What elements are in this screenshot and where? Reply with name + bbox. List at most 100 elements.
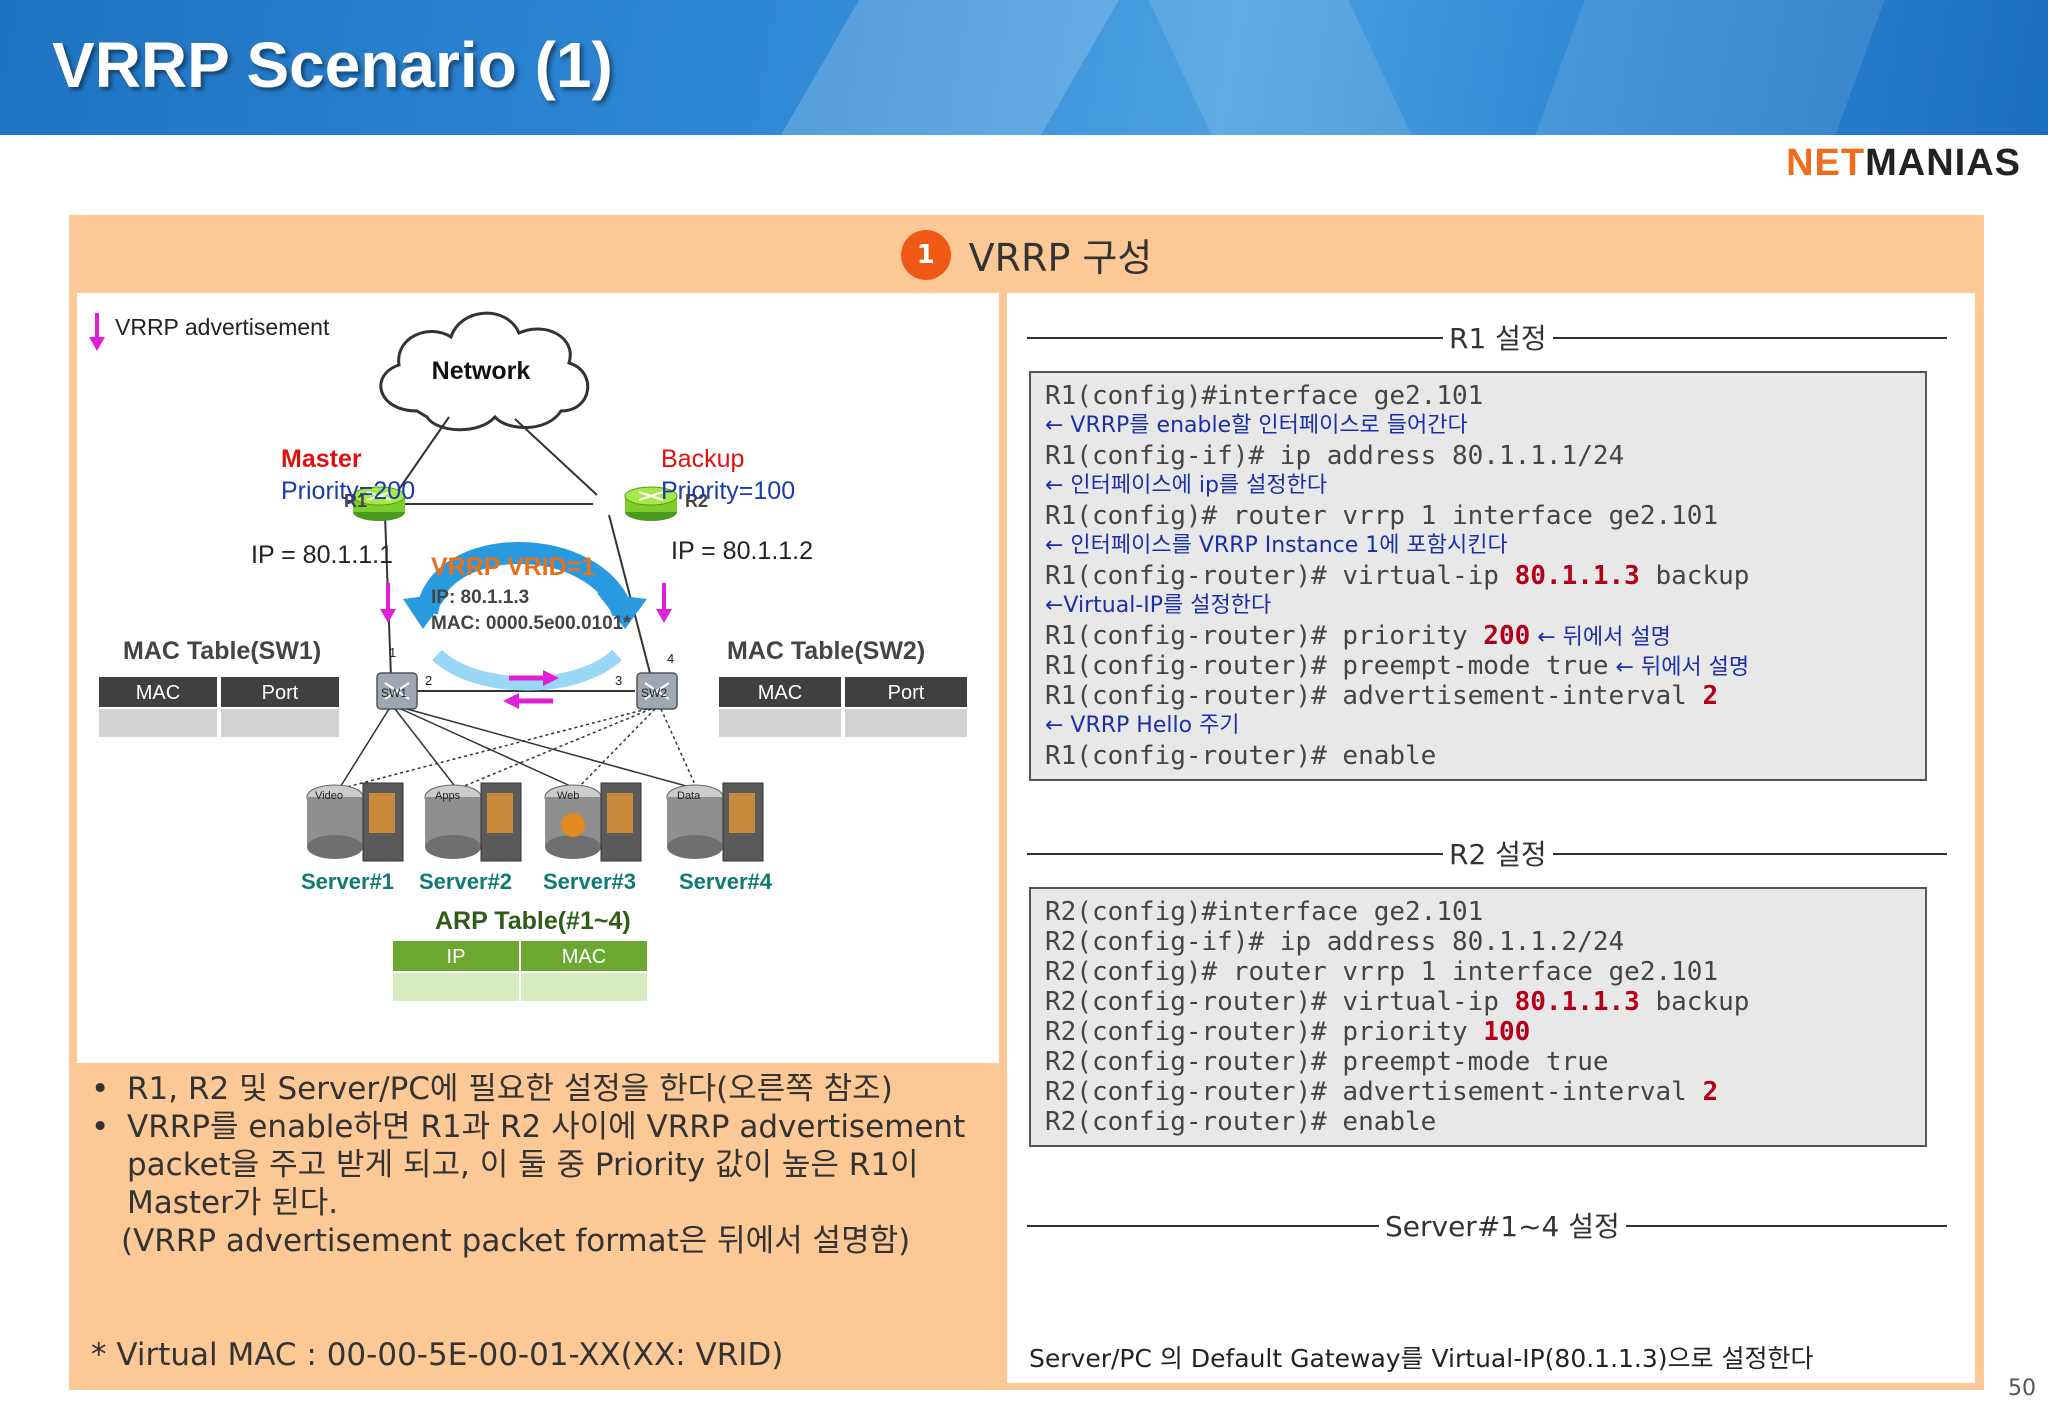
server-4-label: Server#4 (679, 869, 773, 894)
mac-table-sw2-header-port (845, 677, 967, 707)
mac-table-sw1-title: MAC Table(SW1) (123, 637, 321, 665)
vrrp-instance-arc-icon (403, 542, 647, 691)
mac-table-sw2-header-mac (719, 677, 841, 707)
r2-virtual-ip-value: 80.1.1.3 (1514, 987, 1640, 1017)
r2-config-title: R2 설정 (1443, 833, 1553, 873)
advertisement-arrow-icon (656, 583, 672, 623)
network-cloud-icon (379, 311, 590, 432)
r1-priority: Priority=200 (281, 477, 415, 505)
section-title: 1 VRRP 구성 (69, 227, 1984, 282)
server-2-tag: Apps (435, 790, 461, 802)
server-1-tag: Video (315, 790, 343, 802)
arp-table-row (521, 973, 647, 1001)
server-config-title: Server#1~4 설정 (1379, 1205, 1626, 1245)
header-facet (1148, 0, 1412, 135)
port-3-label: 3 (615, 673, 622, 688)
router-r2-icon (624, 486, 678, 521)
r2-cmd: R2(config)# router vrrp 1 interface ge2.… (1045, 957, 1719, 987)
r1-priority-value: 200 (1483, 621, 1531, 651)
arp-table-header-ip (393, 941, 519, 971)
switch-sw2-icon (636, 672, 678, 710)
arp-table-row (393, 973, 519, 1001)
header-banner: VRRP Scenario (1) (0, 0, 2048, 135)
r2-label: R2 (685, 491, 708, 511)
explanation-bullets: R1, R2 및 Server/PC에 필요한 설정을 한다(오른쪽 참조) V… (87, 1070, 997, 1260)
mac-table-sw1-row (221, 709, 339, 737)
r2-role: Backup (661, 445, 744, 473)
r1-cmd: R1(config-router)# advertisement-interva… (1045, 681, 1719, 711)
advertisement-legend-icon (89, 313, 105, 351)
switch-traffic-arrows-icon (503, 670, 559, 709)
r1-cmd: R1(config)# router vrrp 1 interface ge2.… (1045, 501, 1719, 531)
server-4-tag: Data (677, 790, 701, 802)
mac-table-sw2-row (845, 709, 967, 737)
advertisement-arrow-icon (380, 583, 396, 623)
slide-title: VRRP Scenario (1) (52, 29, 613, 101)
r1-config-title: R1 설정 (1443, 317, 1553, 357)
r2-cmd: R2(config-router)# priority 100 (1045, 1017, 1531, 1047)
section-number-badge: 1 (900, 229, 951, 280)
section-title-text: VRRP 구성 (968, 236, 1153, 280)
port-1-label: 1 (389, 645, 396, 660)
page-number: 50 (2008, 1376, 2036, 1401)
r2-config-header: R2 설정 (1027, 833, 1947, 873)
r1-ip: IP = 80.1.1.1 (251, 541, 393, 569)
vrrp-vrid-label: VRRP VRID=1 (431, 553, 595, 581)
r1-virtual-ip-value: 80.1.1.3 (1514, 561, 1640, 591)
r1-interval-value: 2 (1702, 681, 1719, 711)
mac-table-sw2-row (719, 709, 841, 737)
r1-cmd: R1(config-router)# enable (1045, 741, 1437, 771)
r1-config-block: R1(config)#interface ge2.101 ← VRRP를 ena… (1029, 371, 1927, 781)
port-2-label: 2 (425, 673, 432, 688)
r2-priority-value: 100 (1483, 1017, 1531, 1047)
mac-table-sw1-col-port: Port (262, 682, 299, 704)
server-config-text: Server/PC 의 Default Gateway를 Virtual-IP(… (1029, 1344, 1814, 1373)
legend-label: VRRP advertisement (115, 314, 330, 340)
bullet-note: (VRRP advertisement packet format은 뒤에서 설… (121, 1223, 911, 1259)
mac-table-sw1-header-mac (99, 677, 217, 707)
r2-cmd: R2(config-router)# enable (1045, 1107, 1437, 1137)
mac-table-sw2-col-mac: MAC (758, 682, 802, 704)
router-r1-icon (352, 486, 406, 521)
r1-comment: ← VRRP를 enable할 인터페이스로 들어간다 (1045, 413, 1468, 438)
r1-cmd: R1(config-router)# preempt-mode true ← 뒤… (1045, 651, 1750, 681)
server-3-tag: Web (557, 790, 579, 802)
bullet-item: R1, R2 및 Server/PC에 필요한 설정을 한다(오른쪽 참조) (87, 1070, 997, 1108)
server-2-label: Server#2 (419, 869, 512, 894)
r1-cmd: R1(config)#interface ge2.101 (1045, 381, 1484, 411)
r1-cmd: R1(config-router)# priority 200 ← 뒤에서 설명 (1045, 621, 1671, 651)
server-config-header: Server#1~4 설정 (1027, 1205, 1947, 1245)
arp-table-header-mac (521, 941, 647, 971)
diagram-panel: VRRP advertisement Network (77, 293, 999, 1063)
r2-cmd: R2(config-router)# preempt-mode true (1045, 1047, 1609, 1077)
switch-sw1-icon (376, 672, 418, 710)
vrrp-virtual-ip: IP: 80.1.1.3 (431, 587, 529, 608)
arp-table-col-mac: MAC (562, 946, 606, 968)
r1-cmd: R1(config-if)# ip address 80.1.1.1/24 (1045, 441, 1625, 471)
r2-ip: IP = 80.1.1.2 (671, 537, 813, 565)
r1-comment: ← 인터페이스를 VRRP Instance 1에 포함시킨다 (1045, 533, 1508, 558)
server-3-label: Server#3 (543, 869, 636, 894)
r2-cmd: R2(config-router)# advertisement-interva… (1045, 1077, 1719, 1107)
r1-comment: ← 인터페이스에 ip를 설정한다 (1045, 473, 1328, 498)
vrrp-topology-diagram: VRRP advertisement Network (89, 311, 967, 1001)
mac-table-sw1-col-mac: MAC (136, 682, 180, 704)
r1-comment: ← VRRP Hello 주기 (1045, 713, 1240, 738)
server-1-icon (306, 782, 404, 862)
server-4-icon (666, 782, 764, 862)
mac-table-sw1-header-port (221, 677, 339, 707)
r2-cmd: R2(config-if)# ip address 80.1.1.2/24 (1045, 927, 1625, 957)
sw1-label: SW1 (381, 686, 407, 700)
arp-table-title: ARP Table(#1~4) (435, 907, 631, 935)
header-facet (781, 0, 1119, 135)
mac-table-sw2-col-port: Port (888, 682, 925, 704)
r2-cmd: R2(config-router)# virtual-ip 80.1.1.3 b… (1045, 987, 1750, 1017)
sw2-label: SW2 (641, 686, 667, 700)
mac-table-sw1-row (99, 709, 217, 737)
mac-table-sw2-title: MAC Table(SW2) (727, 637, 925, 665)
server-3-icon (544, 782, 642, 862)
netmanias-logo: NETMANIAS (1786, 142, 2021, 184)
vrrp-virtual-mac: MAC: 0000.5e00.0101* (431, 613, 631, 634)
server-2-icon (424, 782, 522, 862)
header-facet (1535, 0, 1885, 135)
